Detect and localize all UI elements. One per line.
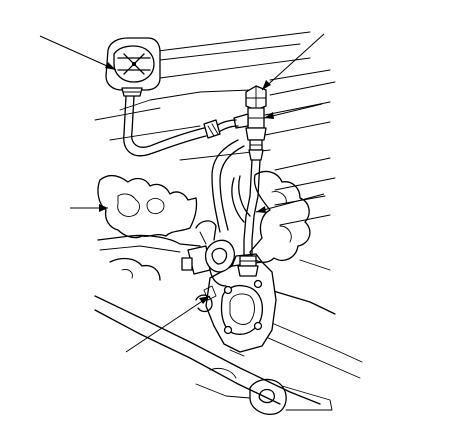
pressure-gauge-icon [105,37,161,97]
pressure-hose-icon [123,95,261,277]
valve-body-icon [181,220,277,353]
hose-adapter-top-icon [233,85,267,141]
hose-adapter-lower-icon [248,139,264,161]
callout-leaders [39,33,325,353]
engine-block-icon [94,31,363,415]
